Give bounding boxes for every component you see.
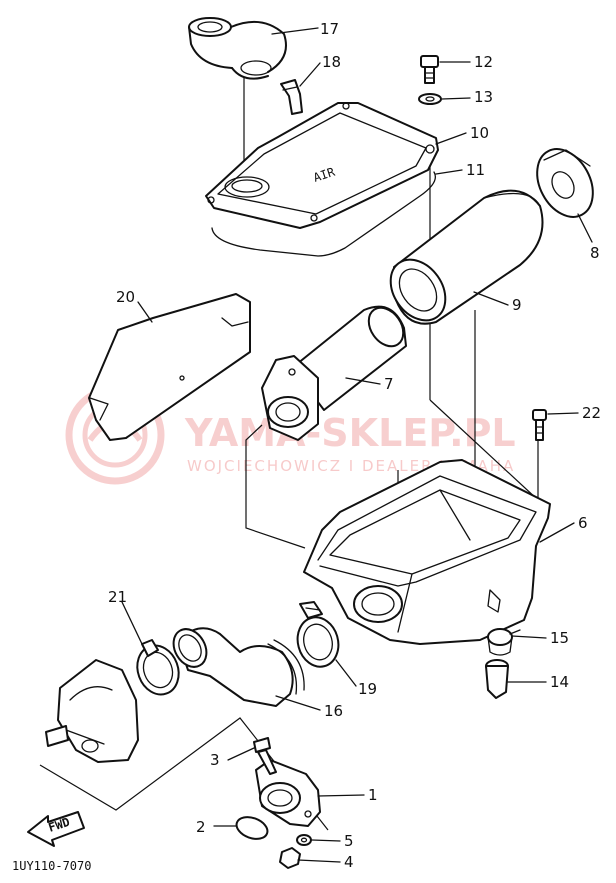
callout-22: 22 (582, 404, 601, 422)
fwd-label: FWD (47, 815, 72, 835)
part-drain-cap (485, 659, 509, 699)
part-o-ring (235, 816, 269, 840)
callout-4: 4 (344, 853, 354, 871)
part-screw (253, 737, 277, 775)
callout-1: 1 (368, 786, 378, 804)
part-cap (536, 148, 594, 218)
callout-19: 19 (358, 680, 377, 698)
part-bolt-top (420, 55, 439, 84)
callout-18: 18 (322, 53, 341, 71)
part-carb-joint (255, 759, 321, 827)
part-clamp-left (136, 639, 180, 696)
watermark-brand: YAMA-SKLEP.PL (184, 411, 516, 455)
watermark: YAMA-SKLEP.PL WOJCIECHOWICZ I DEALER YAM… (65, 385, 516, 485)
carburetor-outline (45, 659, 139, 763)
part-plate (88, 293, 251, 441)
callout-16: 16 (324, 702, 343, 720)
cover-embossed-text: AIR (312, 165, 338, 185)
part-joint-hose (172, 627, 305, 707)
part-nut-bottom (279, 847, 301, 869)
part-cover-gasket (211, 171, 437, 257)
part-hose-elbow (280, 79, 303, 115)
callout-17: 17 (320, 20, 339, 38)
callout-10: 10 (470, 124, 489, 142)
callout-6: 6 (578, 514, 588, 532)
part-air-cleaner-case (303, 459, 551, 645)
callout-11: 11 (466, 161, 485, 179)
callout-8: 8 (590, 244, 600, 262)
callout-5: 5 (344, 832, 354, 850)
part-filter-element (389, 189, 544, 325)
assembly-line-7 (245, 424, 306, 549)
part-intake-duct (188, 17, 287, 80)
part-clamp-right (296, 601, 340, 668)
part-washer-top (418, 93, 442, 105)
part-bolt-right (532, 409, 547, 441)
callout-7: 7 (384, 375, 394, 393)
drawing-code: 1UY110-7070 (12, 859, 91, 873)
callout-3: 3 (210, 751, 220, 769)
part-washer-bottom (296, 834, 312, 846)
fwd-arrow-icon: FWD (27, 811, 85, 847)
callout-2: 2 (196, 818, 206, 836)
callout-20: 20 (116, 288, 135, 306)
part-air-cleaner-cover: AIR (205, 102, 439, 229)
assembly-line-22 (429, 399, 539, 501)
part-drain-clamp (487, 628, 521, 656)
callout-14: 14 (550, 673, 569, 691)
callout-labels: 17 18 12 13 10 11 8 9 20 7 22 6 15 14 21… (108, 20, 601, 871)
part-inlet-tube (261, 305, 407, 441)
leader-lines (121, 27, 593, 863)
callout-12: 12 (474, 53, 493, 71)
callout-21: 21 (108, 588, 127, 606)
callout-13: 13 (474, 88, 493, 106)
callout-15: 15 (550, 629, 569, 647)
callout-9: 9 (512, 296, 522, 314)
